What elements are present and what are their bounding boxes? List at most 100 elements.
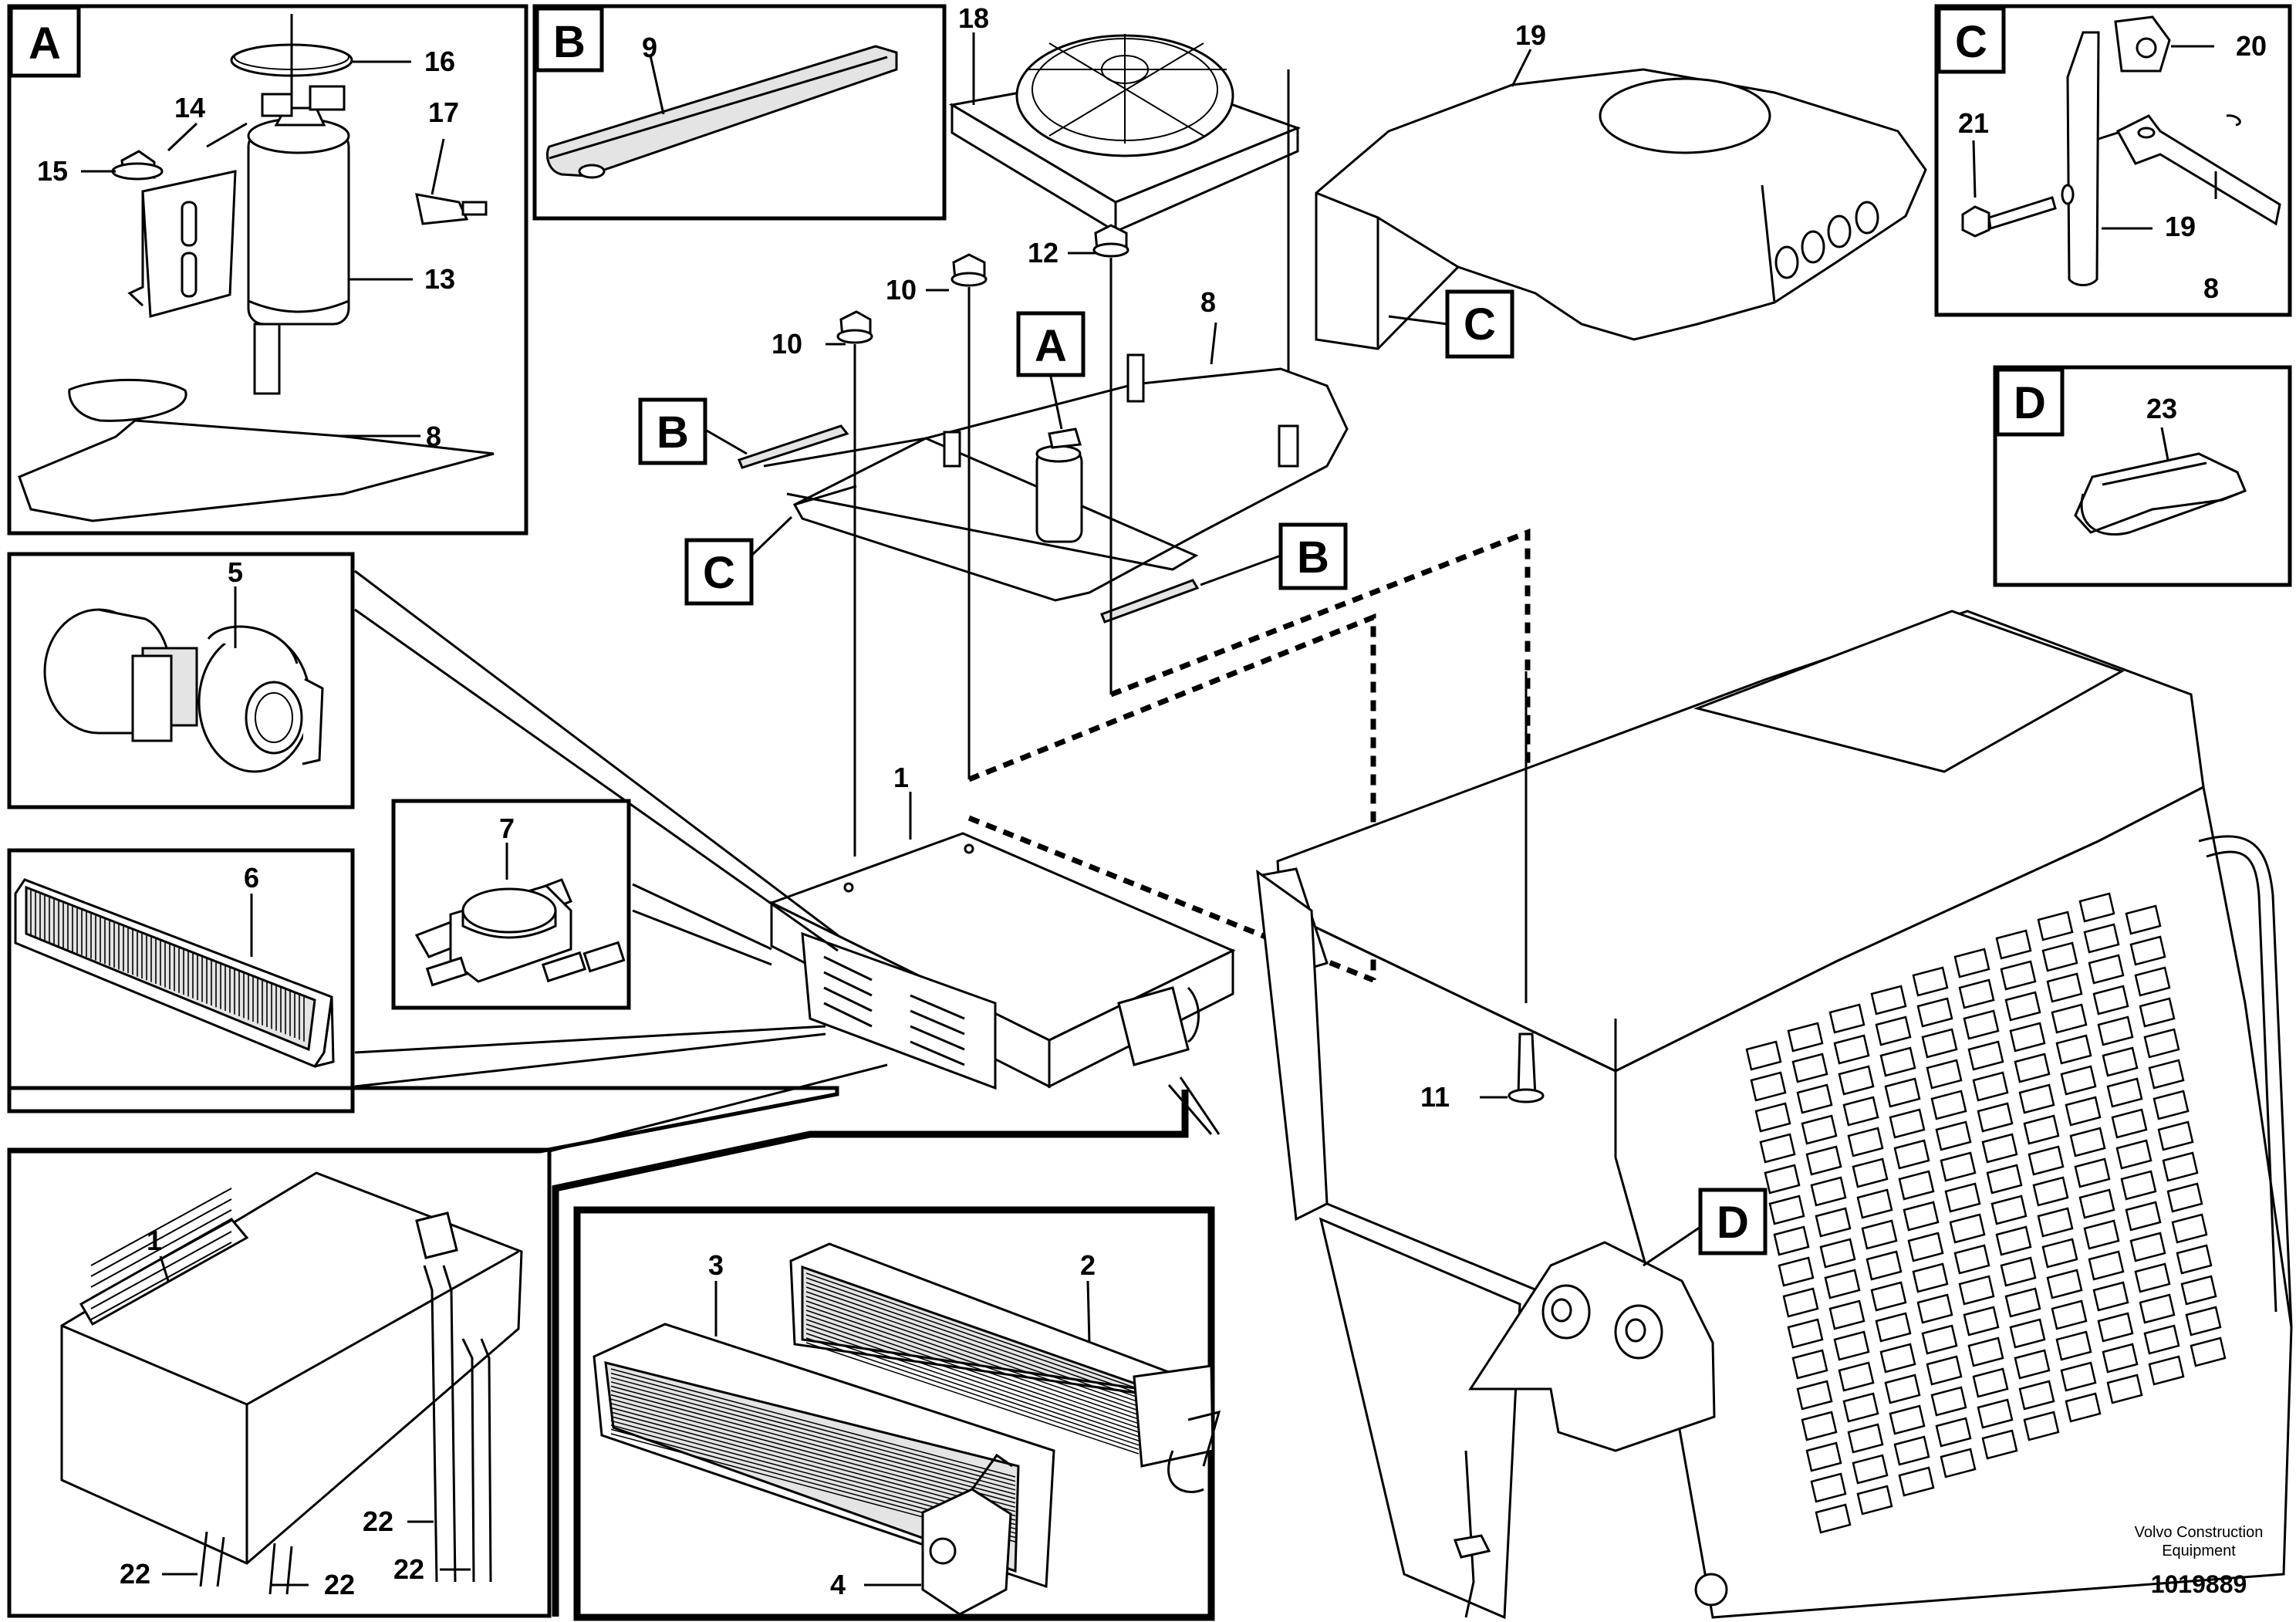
grille-cell <box>1884 1077 1921 1108</box>
hatch-line <box>610 1394 1016 1504</box>
grille-cell <box>2152 1090 2190 1120</box>
label-22-b: 22 <box>324 1569 355 1600</box>
grille-cell <box>1759 1133 1796 1164</box>
label-10-b: 10 <box>886 274 917 306</box>
hatch-line <box>805 1319 1140 1433</box>
grille-cell <box>2134 1262 2171 1293</box>
hatch-line <box>805 1305 1140 1420</box>
detail-filter-panel: 6 <box>7 848 355 1113</box>
doc-number: 1019889 <box>2151 1570 2247 1598</box>
detail-heat-exchanger-panel: 3 2 4 <box>552 1090 1221 1621</box>
grille-cell <box>1833 1034 1870 1065</box>
label-20: 20 <box>2236 30 2267 62</box>
grille-cell <box>1958 978 1995 1009</box>
grille-cell <box>2092 1281 2129 1312</box>
grille-cell <box>1782 1287 1819 1318</box>
grille-cell <box>1963 1306 2000 1336</box>
grille-cell <box>2065 1392 2102 1423</box>
hatch-line <box>610 1385 1016 1495</box>
hatch-line <box>90 1209 232 1288</box>
grille-cell <box>1787 1318 1824 1349</box>
label-7: 7 <box>499 813 515 844</box>
grille-cell <box>1875 1312 1912 1343</box>
label-9: 9 <box>642 32 657 63</box>
label-11: 11 <box>1420 1081 1450 1113</box>
label-2: 2 <box>1080 1249 1096 1281</box>
receiver-drier <box>247 130 350 326</box>
grille-cell <box>2083 923 2120 954</box>
grille-cell <box>2157 1120 2194 1151</box>
label-22-d: 22 <box>393 1553 424 1585</box>
grille-cell <box>2009 1022 2046 1053</box>
grille-cell <box>1972 1367 2009 1398</box>
grille-cell <box>1898 1466 1935 1497</box>
grille-cell <box>1977 1102 2014 1133</box>
label-6: 6 <box>244 862 259 894</box>
grille-cell <box>2023 1114 2060 1145</box>
detail-c-letter: C <box>1955 17 1987 67</box>
grille-cell <box>1953 948 1990 978</box>
grille-cell <box>1949 1213 1986 1244</box>
grille-cell <box>2120 1170 2157 1201</box>
filter-pleats <box>30 890 305 1042</box>
grille-cell <box>1791 1053 1828 1083</box>
grille-cell <box>1838 1065 1875 1096</box>
hatch-line <box>805 1300 1140 1416</box>
grille-cell <box>1986 1164 2023 1195</box>
label-14: 14 <box>174 92 205 123</box>
roof-plate-assembly: 10 10 12 8 A B C B <box>638 224 1531 983</box>
grille-cell <box>2088 954 2125 985</box>
grille-cell <box>2102 1046 2139 1077</box>
callout-c-left: C <box>703 548 735 598</box>
grille-cell <box>1981 1429 2018 1460</box>
grille-cell <box>1866 1250 1903 1281</box>
grille-cell <box>1787 1022 1824 1053</box>
callout-c-right: C <box>1464 299 1496 350</box>
grille-cell <box>1810 1176 1847 1207</box>
grille-cell <box>1916 997 1953 1028</box>
grille-cell <box>1930 1090 1967 1120</box>
grille-cell <box>2139 1293 2176 1324</box>
grille-cell <box>1852 1157 1889 1188</box>
grille-cell <box>1940 1151 1977 1182</box>
grille-cell <box>2018 1083 2055 1114</box>
hatch-line <box>805 1328 1140 1441</box>
hatch-line <box>610 1390 1016 1499</box>
hatch-line <box>805 1309 1140 1424</box>
grille-cell <box>1801 1114 1838 1145</box>
grille-cell <box>1953 1244 1990 1275</box>
hatch-line <box>90 1188 232 1266</box>
grille-cell <box>1805 1145 1842 1176</box>
grille-cell <box>1912 1262 1949 1293</box>
grille-cell <box>2097 1015 2134 1046</box>
grille-cell <box>1972 1071 2009 1102</box>
grille-cell <box>2055 1034 2092 1065</box>
hatch-line <box>805 1272 1140 1390</box>
grille-cell <box>1907 1232 1944 1262</box>
detail-b-letter: B <box>553 17 586 67</box>
label-12: 12 <box>1028 237 1059 269</box>
label-23: 23 <box>2146 393 2177 424</box>
grille-cell <box>1870 985 1907 1015</box>
grille-cell <box>1828 1299 1866 1330</box>
grille-cell <box>1921 1028 1958 1059</box>
grille-cell <box>1815 1503 1852 1534</box>
grille-cell <box>2018 1380 2055 1411</box>
grille-cell <box>2092 985 2129 1015</box>
grille-cell <box>1778 1256 1815 1287</box>
grille-cell <box>1967 1336 2004 1367</box>
grille-cell <box>2083 1219 2120 1250</box>
grille-cell <box>2051 1003 2088 1034</box>
grille-cell <box>1967 1040 2004 1071</box>
grille-cell <box>1750 1071 1787 1102</box>
label-5: 5 <box>228 556 243 588</box>
grille-cell <box>2171 1213 2208 1244</box>
grille-cell <box>1745 1040 1782 1071</box>
grille-cell <box>2037 911 2074 941</box>
detail-blower-panel: 5 <box>7 552 355 809</box>
grille-cell <box>2028 1145 2065 1176</box>
grille-cell <box>1842 1096 1879 1127</box>
grille-cell <box>1916 1293 1953 1324</box>
label-8-center: 8 <box>1200 286 1216 318</box>
grille-cell <box>2097 1312 2134 1343</box>
